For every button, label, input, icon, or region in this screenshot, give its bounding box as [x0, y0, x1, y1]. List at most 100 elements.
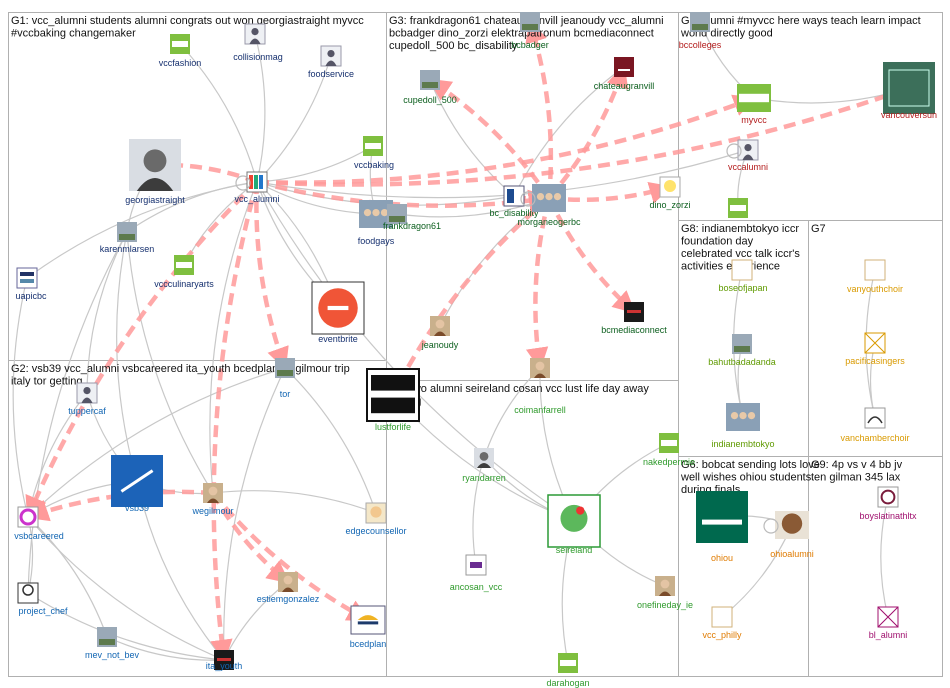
node-label-myvcc: myvcc	[741, 115, 767, 125]
empty-icon	[731, 259, 753, 281]
edge-vcc_alumni-vccfashion	[179, 43, 258, 183]
edge-pacificasingers-vanchamberchoir	[869, 342, 877, 419]
node-label-estiemgonzalez: estiemgonzalez	[257, 594, 320, 604]
node-vcc_philly[interactable]: vcc_philly	[702, 606, 742, 640]
node-label-chateaugranvill: chateaugranvill	[594, 81, 655, 91]
node-label-project_chef: project_chef	[18, 606, 68, 616]
portrait-woman-icon	[278, 572, 298, 592]
node-ita_youth[interactable]: ita_youth	[206, 650, 243, 671]
node-uapicbc[interactable]: uapicbc	[15, 267, 47, 301]
node-label-pacificasingers: pacificasingers	[845, 356, 905, 366]
portrait-woman-icon	[430, 316, 450, 336]
vsb-logo-icon	[111, 455, 163, 507]
node-bcbadger[interactable]: bcbadger	[511, 12, 549, 50]
edge-edgecounsellor-tor	[284, 367, 377, 514]
logo-choir-icon	[864, 407, 886, 429]
node-georgiastraight[interactable]: georgiastraight	[125, 139, 185, 205]
node-frankdragon61[interactable]: frankdragon61	[383, 204, 441, 231]
node-vccalumni[interactable]: vccalumni	[726, 139, 768, 172]
node-pacificasingers[interactable]: pacificasingers	[845, 332, 905, 366]
node-estiemgonzalez[interactable]: estiemgonzalez	[257, 572, 320, 604]
node-vsbcareered[interactable]: vsbcareered	[14, 506, 64, 541]
node-ancosan_vcc[interactable]: ancosan_vcc	[450, 554, 503, 592]
node-indianembtokyo[interactable]: indianembtokyo	[711, 403, 775, 449]
strong-edge-morganeogerbc-bcmediaconnect	[546, 197, 636, 314]
photo-icon	[117, 222, 137, 242]
node-coimanfarrell[interactable]: coimanfarrell	[514, 358, 566, 415]
node-karenmlarsen[interactable]: karenmlarsen	[100, 222, 155, 254]
strong-edge-morganeogerbc-bcbadger	[525, 19, 554, 199]
node-vancouversun[interactable]: vancouversun	[881, 62, 937, 120]
node-ohiou[interactable]: ohiou	[696, 491, 748, 563]
sun-logo-icon	[883, 62, 935, 114]
self-loop-icon	[235, 175, 251, 191]
node-g5_extra[interactable]	[728, 198, 748, 218]
node-label-georgiastraight: georgiastraight	[125, 195, 185, 205]
self-loop-icon	[520, 191, 536, 207]
node-vanyouthchoir[interactable]: vanyouthchoir	[847, 259, 903, 294]
node-bccolleges[interactable]: bccolleges	[679, 12, 722, 50]
node-collisionmag[interactable]: collisionmag	[233, 23, 283, 62]
logo-blue-icon	[16, 267, 38, 289]
node-label-boseofjapan: boseofjapan	[718, 283, 767, 293]
edges-layer	[12, 19, 912, 664]
node-label-vanyouthchoir: vanyouthchoir	[847, 284, 903, 294]
logo-purple-icon	[465, 554, 487, 576]
edge-edgecounsellor-wegilmour	[212, 488, 377, 514]
photo-icon	[520, 12, 540, 32]
node-nakedpermie[interactable]: nakedpermie	[643, 433, 695, 467]
node-cupedoll_500[interactable]: cupedoll_500	[403, 70, 457, 105]
node-foodservice[interactable]: foodservice	[308, 45, 354, 79]
edge-vsbcareered-ita_youth	[27, 516, 225, 661]
node-dino_zorzi[interactable]: dino_zorzi	[649, 176, 691, 210]
node-onefineday_ie[interactable]: onefineday_ie	[637, 576, 693, 610]
node-morganeogerbc[interactable]: morganeogerbc	[517, 184, 581, 227]
node-mev_not_bev[interactable]: mev_not_bev	[85, 627, 140, 660]
node-vsb39[interactable]: vsb39	[111, 455, 163, 513]
node-boyslatinathltx[interactable]: boyslatinathltx	[859, 486, 917, 521]
node-vccculinaryarts[interactable]: vccculinaryarts	[154, 255, 214, 289]
node-vcc_alumni[interactable]: vcc_alumni	[234, 171, 280, 204]
group-label-g9: ten gilman 345 lax	[811, 472, 901, 484]
node-ohioalumni[interactable]: ohioalumni	[763, 511, 814, 559]
group-label-g8: G8: indianembtokyo iccr	[681, 223, 799, 235]
node-label-vsbcareered: vsbcareered	[14, 531, 64, 541]
node-bcedplan[interactable]: bcedplan	[350, 605, 387, 649]
node-seireland[interactable]: seireland	[547, 494, 601, 555]
node-label-vancouversun: vancouversun	[881, 110, 937, 120]
node-tor[interactable]: tor	[275, 358, 295, 399]
node-myvcc[interactable]: myvcc	[737, 84, 771, 125]
node-vccfashion[interactable]: vccfashion	[159, 34, 202, 68]
edge-project_chef-ita_youth	[27, 592, 225, 663]
group-label-g4: G4: two alumni seireland cosan vcc lust …	[389, 383, 649, 395]
person-icon	[737, 139, 759, 161]
strong-edge-vcc_alumni-ita_youth	[210, 181, 260, 663]
node-eventbrite[interactable]: eventbrite	[311, 281, 365, 344]
node-bc_disability[interactable]: bc_disability	[489, 185, 539, 218]
ohio-icon	[696, 491, 748, 543]
node-boseofjapan[interactable]: boseofjapan	[718, 259, 768, 293]
node-project_chef[interactable]: project_chef	[17, 582, 68, 616]
node-ryandarren[interactable]: ryandarren	[462, 448, 506, 483]
node-tuppercaf[interactable]: tuppercaf	[68, 382, 106, 416]
self-loop-icon	[726, 143, 742, 159]
node-edgecounsellor[interactable]: edgecounsellor	[345, 502, 407, 536]
edge-ryandarren-ancosan_vcc	[471, 457, 485, 566]
node-bahutbadadanda[interactable]: bahutbadadanda	[708, 334, 776, 367]
node-label-bcedplan: bcedplan	[350, 639, 387, 649]
group-boxes	[8, 12, 943, 677]
chef-icon	[17, 582, 39, 604]
node-wegilmour[interactable]: wegilmour	[191, 483, 234, 516]
node-vanchamberchoir[interactable]: vanchamberchoir	[840, 407, 910, 443]
node-vccbaking[interactable]: vccbaking	[354, 136, 394, 170]
crest-icon	[877, 486, 899, 508]
edge-tor-vsbcareered	[27, 367, 286, 518]
node-label-vcc_alumni: vcc_alumni	[234, 194, 279, 204]
node-bcmediaconnect[interactable]: bcmediaconnect	[601, 302, 667, 335]
node-jeanoudy[interactable]: jeanoudy	[421, 316, 459, 350]
node-darahogan[interactable]: darahogan	[546, 653, 590, 688]
node-lustforlife[interactable]: lustforlife	[366, 368, 420, 432]
node-bl_alumni[interactable]: bl_alumni	[869, 606, 908, 640]
node-chateaugranvill[interactable]: chateaugranvill	[594, 57, 655, 91]
